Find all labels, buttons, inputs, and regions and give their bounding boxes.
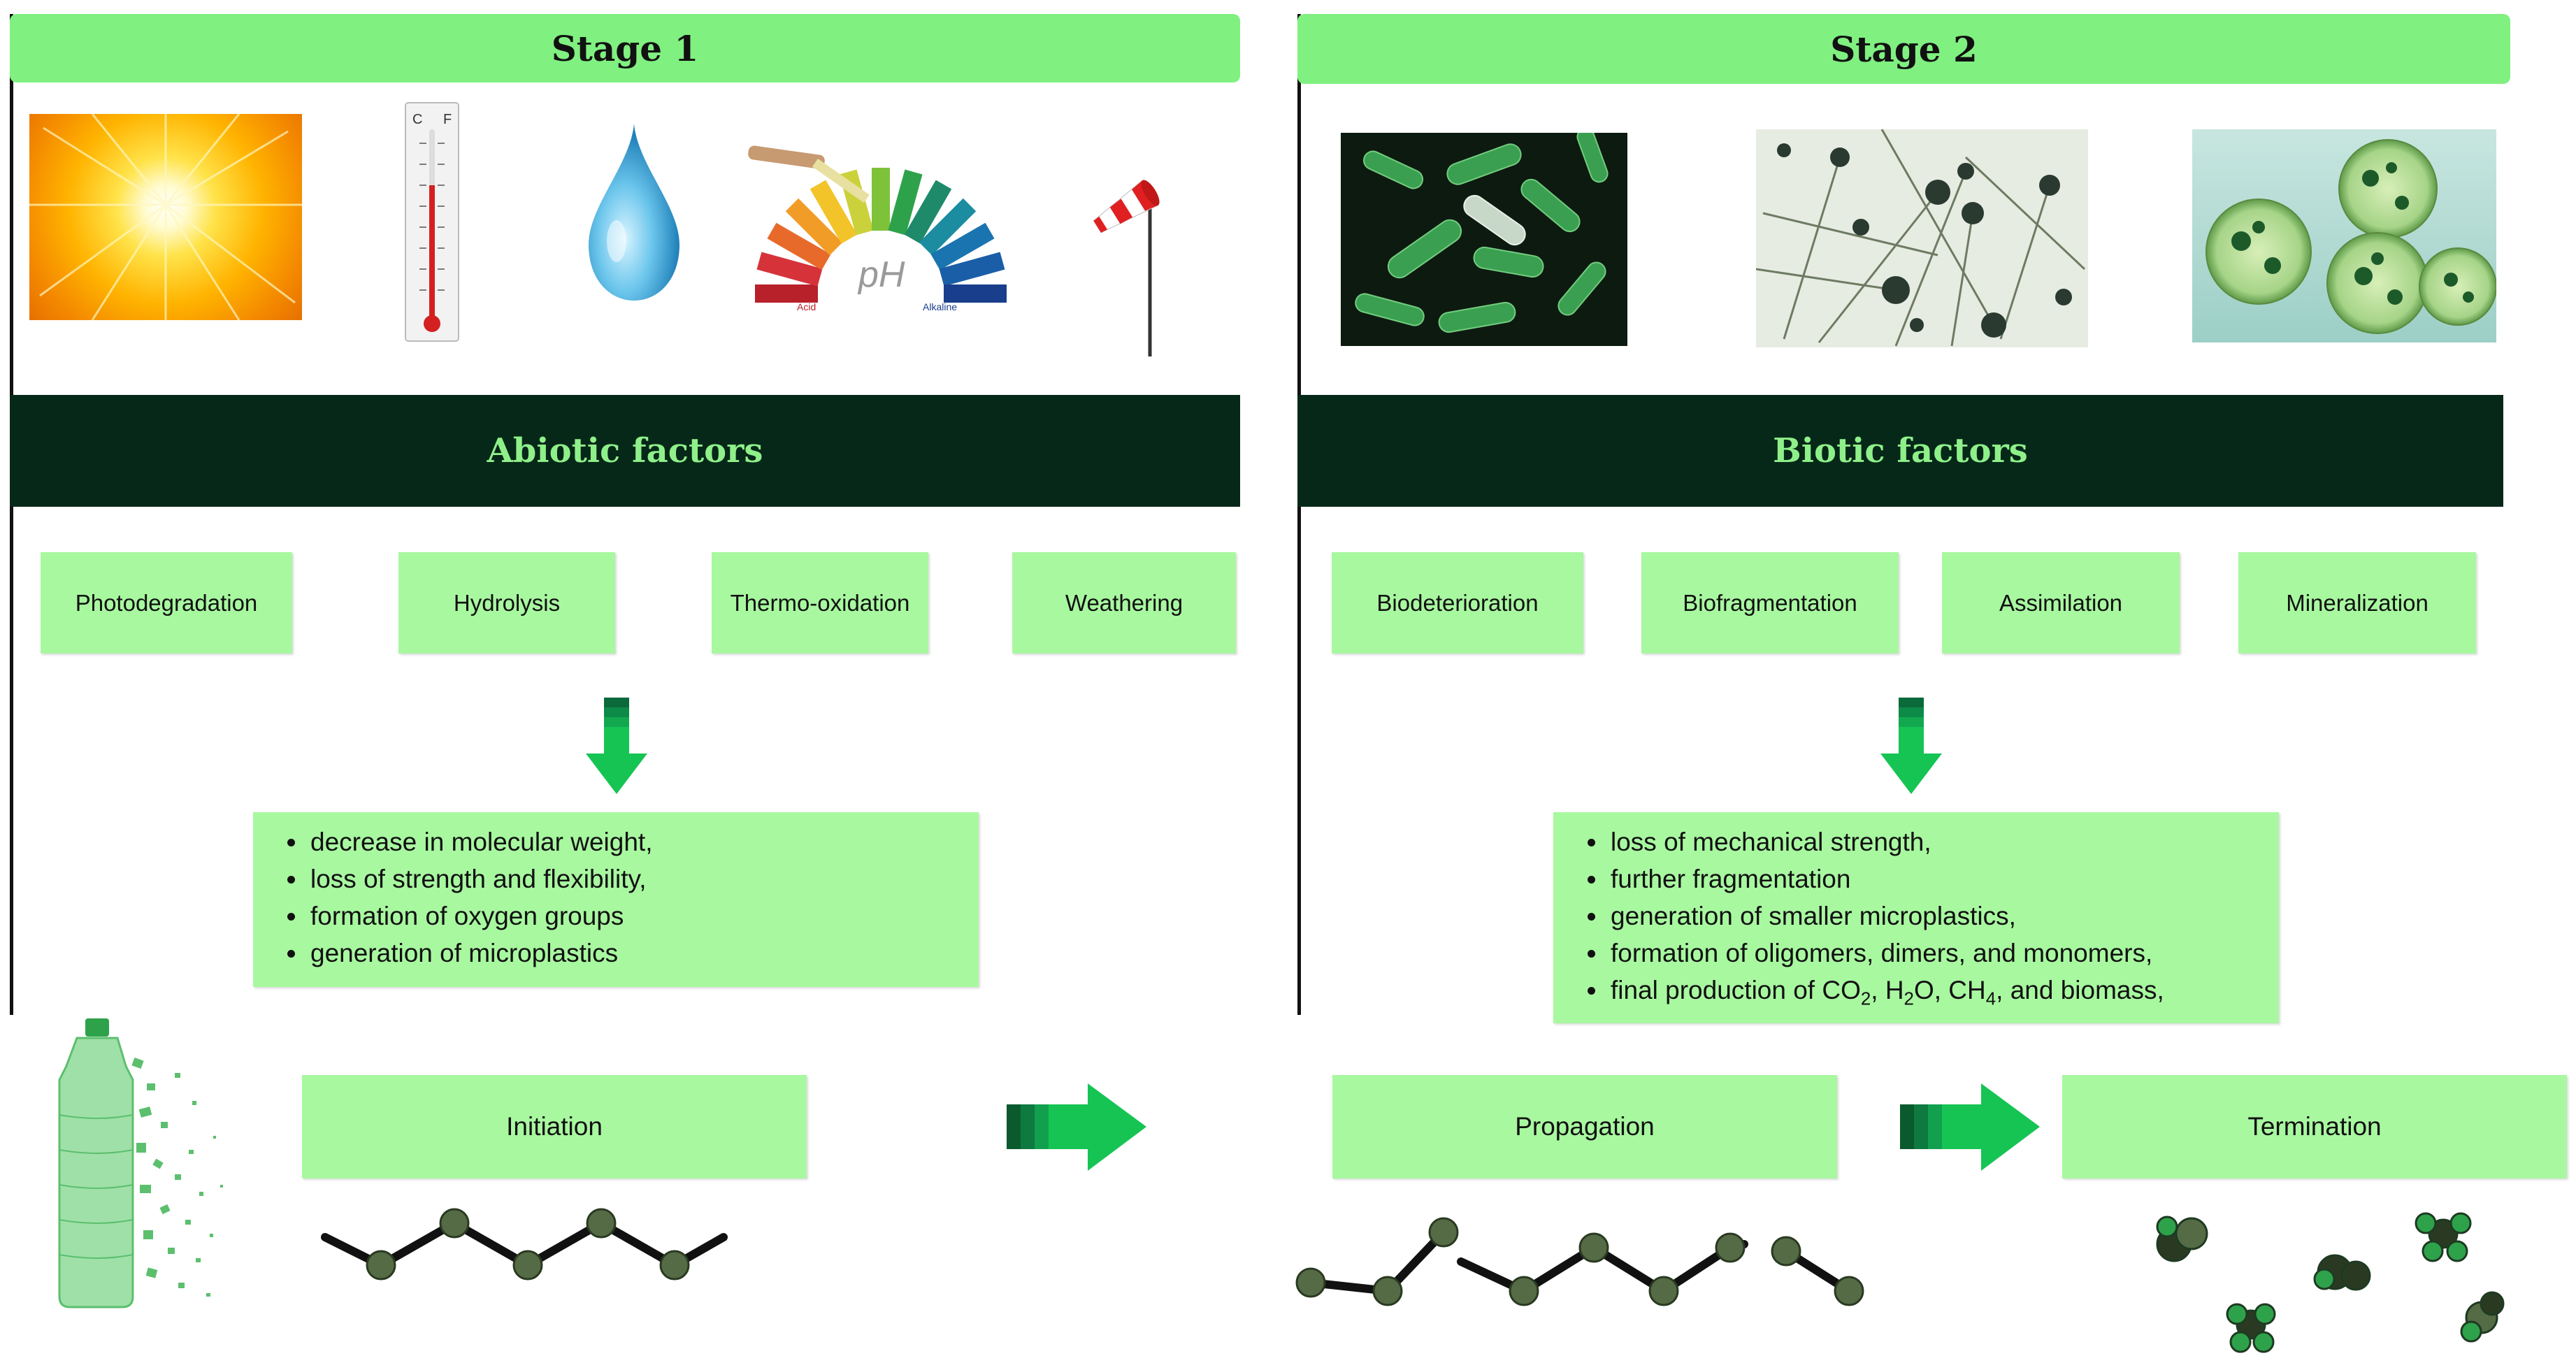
plastic-bottle-fragmenting-icon [28,1017,231,1311]
stage2-effects-list: loss of mechanical strength, further fra… [1553,812,2279,1018]
stage1-effects-list: decrease in molecular weight, loss of st… [253,812,979,972]
process-assimilation: Assimilation [1942,552,2180,654]
thermometer-c-label: C [412,112,422,127]
stage1-effects-box: decrease in molecular weight, loss of st… [253,812,979,987]
process-mineralization: Mineralization [2238,552,2476,654]
down-arrow-icon [586,698,647,795]
stage2-effects-box: loss of mechanical strength, further fra… [1553,812,2279,1023]
effect-item: further fragmentation [1608,860,2279,897]
effect-item: decrease in molecular weight, [308,823,979,860]
stage2-header: Stage 2 [1297,14,2510,84]
process-thermo-oxidation: Thermo-oxidation [712,552,928,654]
process-biofragmentation: Biofragmentation [1641,552,1899,654]
stage2-left-border [1297,14,1301,1015]
thermometer-f-label: F [443,112,452,127]
ph-label: pH [857,254,905,295]
stage1-left-border [10,14,13,1015]
phase-initiation: Initiation [302,1075,807,1178]
ph-acid-label: Acid [797,301,816,312]
algae-image [2192,129,2496,342]
windsock-icon [1066,164,1185,360]
process-weathering: Weathering [1012,552,1236,654]
right-arrow-icon [1900,1083,2040,1171]
phase-propagation: Propagation [1332,1075,1837,1178]
ph-scale-icon: pH Acid Alkaline [748,143,1014,315]
abiotic-factors-band: Abiotic factors [10,395,1240,507]
small-molecules-icon [2125,1199,2524,1360]
effect-item-final-products: final production of CO2, H2O, CH4, and b… [1608,972,2279,1018]
ph-alkaline-label: Alkaline [923,301,957,312]
phase-termination: Termination [2062,1075,2567,1178]
fungi-image [1756,129,2088,347]
sun-rays [29,114,302,320]
sun-image [29,114,302,320]
process-photodegradation: Photodegradation [41,552,292,654]
polymer-chain-long-icon [318,1199,731,1290]
effect-item: loss of strength and flexibility, [308,860,979,897]
polymer-chain-fragments-icon [1290,1213,1877,1318]
effect-item: formation of oligomers, dimers, and mono… [1608,935,2279,972]
bacteria-image [1341,133,1627,346]
process-biodeterioration: Biodeterioration [1332,552,1583,654]
effect-item: formation of oxygen groups [308,897,979,935]
effect-item: generation of smaller microplastics, [1608,897,2279,935]
right-arrow-icon [1007,1083,1146,1171]
water-drop-icon [582,122,686,304]
process-hydrolysis: Hydrolysis [398,552,615,654]
effect-item: loss of mechanical strength, [1608,823,2279,860]
effect-item: generation of microplastics [308,935,979,972]
biotic-factors-band: Biotic factors [1297,395,2503,507]
thermometer-icon: C F [404,101,460,342]
down-arrow-icon [1880,698,1942,795]
stage1-header: Stage 1 [10,14,1240,82]
